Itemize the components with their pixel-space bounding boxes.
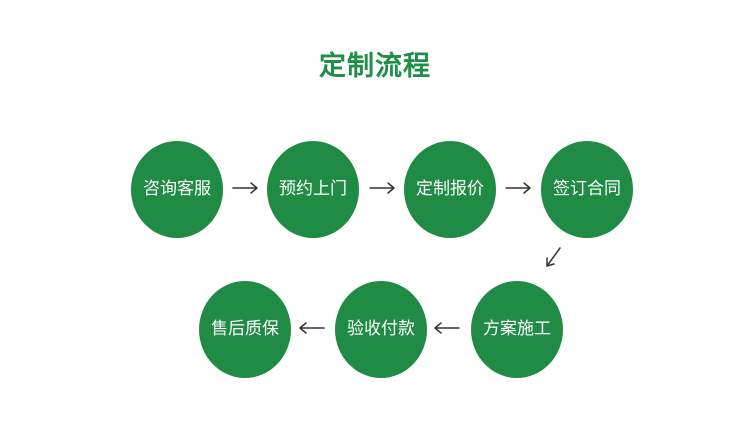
arrow-right-icon	[232, 182, 258, 194]
step-custom-quote: 定制报价	[404, 141, 496, 238]
arrow-down-left-icon	[546, 247, 561, 267]
page-title: 定制流程	[319, 51, 431, 82]
step-after-sales-warranty: 售后质保	[199, 281, 291, 378]
step-acceptance-payment: 验收付款	[335, 281, 427, 378]
arrow-left-icon	[434, 322, 460, 334]
step-plan-construction: 方案施工	[471, 281, 563, 378]
arrow-right-icon	[505, 182, 531, 194]
step-sign-contract: 签订合同	[541, 141, 633, 238]
arrow-left-icon	[299, 322, 325, 334]
step-consult-service: 咨询客服	[131, 141, 223, 238]
step-book-visit: 预约上门	[267, 141, 359, 238]
arrow-right-icon	[369, 182, 395, 194]
